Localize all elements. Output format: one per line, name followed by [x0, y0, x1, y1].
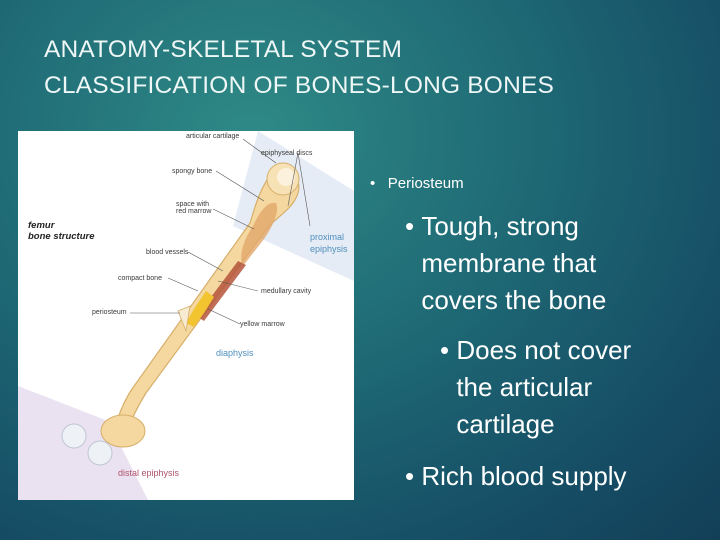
label-epiphyseal-discs: epiphyseal discs — [261, 150, 313, 157]
title-line-2: CLASSIFICATION OF BONES-LONG BONES — [44, 72, 555, 99]
bullet-dot-icon: • — [440, 335, 457, 365]
slide-title: ANATOMY-SKELETAL SYSTEM CLASSIFICATION O… — [44, 32, 684, 104]
label-compact-bone: compact bone — [118, 275, 162, 282]
figure-title: femur bone structure — [28, 220, 95, 242]
red-marrow-region — [198, 261, 246, 321]
articular-cartilage-shape — [277, 168, 295, 186]
proximal-epiphysis-band — [233, 131, 354, 281]
bullet-line: the articular — [456, 372, 593, 402]
label-yellow-marrow: yellow marrow — [240, 321, 285, 328]
label-diaphysis: diaphysis — [216, 348, 254, 358]
bullet-periosteum: • Periosteum — [370, 175, 464, 192]
figure-title-line-2: bone structure — [28, 231, 95, 242]
label-blood-vessels: blood vessels — [146, 249, 189, 256]
bullet-line: Does not cover — [456, 335, 632, 365]
bullet-text: Does not cover the articular cartilage — [456, 332, 631, 443]
distal-end — [100, 414, 146, 448]
spongy-bone-region — [241, 202, 278, 266]
condyle-right — [87, 440, 113, 466]
bullet-dot-icon: • — [405, 461, 422, 491]
periosteum-flap — [177, 305, 191, 333]
bullet-text: Tough, strong membrane that covers the b… — [421, 208, 606, 319]
femur-diagram: articular cartilage epiphyseal discs spo… — [18, 131, 354, 500]
figure-title-line-1: femur — [28, 220, 55, 231]
label-distal-epiphysis: distal epiphysis — [118, 468, 180, 478]
label-proximal-epiphysis-1: proximal — [310, 232, 345, 242]
condyle-left — [61, 423, 87, 449]
bullet-line: covers the bone — [421, 285, 607, 315]
yellow-marrow-region — [186, 291, 214, 327]
label-proximal-epiphysis-2: epiphysis — [310, 244, 348, 254]
bullet-line: cartilage — [456, 409, 555, 439]
leader-lines — [130, 138, 311, 325]
femur-illustration — [18, 131, 354, 500]
bullet-text: Periosteum — [387, 175, 464, 192]
bullet-articular: • Does not cover the articular cartilage — [440, 332, 631, 443]
title-line-1: ANATOMY-SKELETAL SYSTEM — [44, 36, 403, 63]
label-spongy-bone: spongy bone — [172, 168, 213, 175]
bullet-line: Tough, strong — [421, 211, 579, 241]
bullet-dot-icon: • — [405, 211, 422, 241]
label-space-red-marrow-1: space with — [176, 201, 210, 208]
bullet-line: membrane that — [421, 248, 597, 278]
label-space-red-marrow-2: red marrow — [176, 208, 212, 215]
bullet-dot-icon: • — [370, 175, 388, 192]
bullet-text: Rich blood supply — [421, 461, 627, 491]
label-periosteum: periosteum — [92, 309, 127, 316]
label-medullary-cavity: medullary cavity — [261, 288, 312, 295]
bullet-blood-supply: • Rich blood supply — [405, 458, 627, 495]
label-articular-cartilage: articular cartilage — [186, 133, 240, 140]
bullet-membrane: • Tough, strong membrane that covers the… — [405, 208, 606, 319]
